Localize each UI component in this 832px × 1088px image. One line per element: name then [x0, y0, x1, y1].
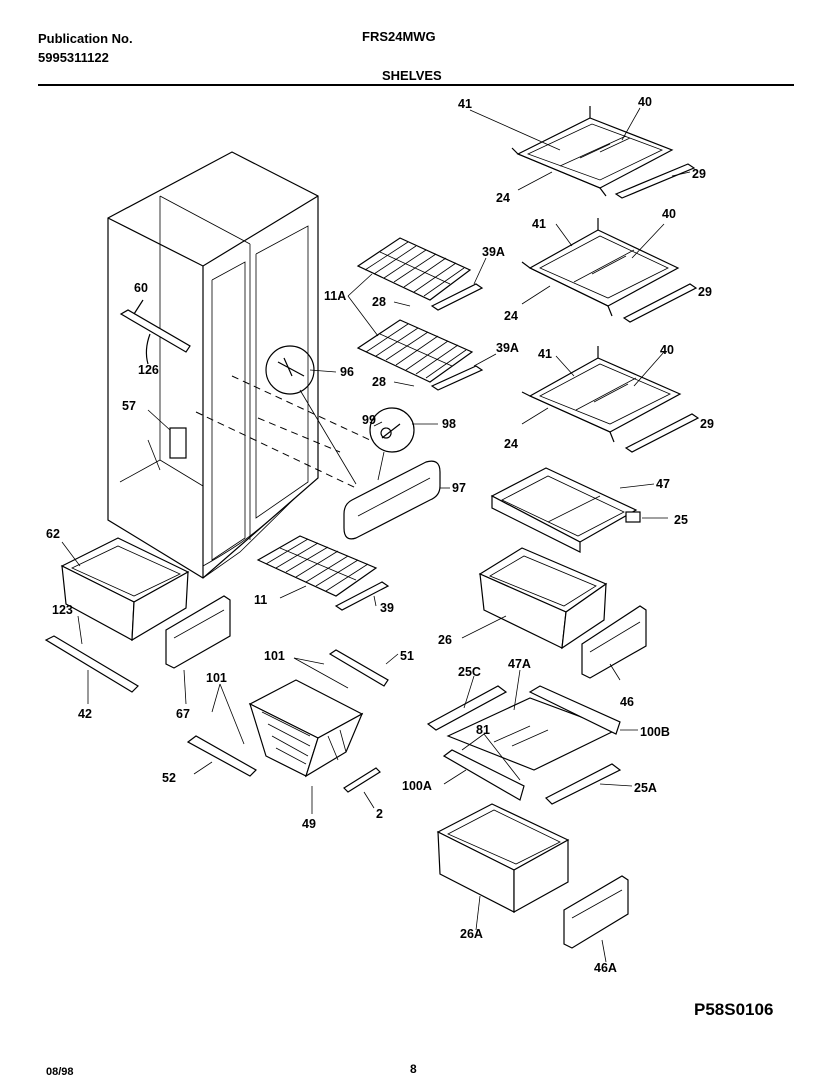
leader-lines [61, 257, 668, 963]
callout-25: 25 [674, 513, 688, 527]
callout-29: 29 [698, 285, 712, 299]
callout-40: 40 [660, 343, 674, 357]
callout-46: 46 [620, 695, 634, 709]
header-rule [38, 84, 794, 86]
part-46A-drawer-front [563, 875, 629, 949]
callout-25A: 25A [634, 781, 657, 795]
callout-123: 123 [52, 603, 73, 617]
publication-label: Publication No. [38, 31, 133, 46]
part-100B-bracket [528, 685, 621, 735]
callout-101: 101 [206, 671, 227, 685]
callout-11A: 11A [324, 289, 346, 303]
callout-39A: 39A [482, 245, 505, 259]
callout-29: 29 [692, 167, 706, 181]
callout-24: 24 [496, 191, 510, 205]
part-100A-bracket [442, 749, 525, 801]
part-26A-drawer [436, 803, 570, 914]
callout-25C: 25C [458, 665, 481, 679]
callout-51: 51 [400, 649, 414, 663]
callout-52: 52 [162, 771, 176, 785]
callout-47: 47 [656, 477, 670, 491]
part-67-bin-front [165, 595, 231, 669]
callout-49: 49 [302, 817, 316, 831]
part-49-basket [248, 679, 364, 778]
callout-26A: 26A [460, 927, 483, 941]
diagram-code: P58S0106 [694, 1000, 774, 1019]
wire-shelf-lower [256, 535, 390, 611]
model-number: FRS24MWG [362, 29, 436, 44]
shelf-assembly-2 [521, 218, 698, 323]
callout-97: 97 [452, 481, 466, 495]
callout-28: 28 [372, 375, 386, 389]
callout-39: 39 [380, 601, 394, 615]
callout-57: 57 [122, 399, 136, 413]
callout-100B: 100B [640, 725, 670, 739]
callout-99: 99 [362, 413, 376, 427]
callout-42: 42 [78, 707, 92, 721]
callout-60: 60 [134, 281, 148, 295]
part-47-crisper-cover [490, 467, 641, 553]
callout-41: 41 [532, 217, 546, 231]
callout-40: 40 [638, 95, 652, 109]
shelf-assembly-1 [469, 106, 696, 199]
part-26-drawer [478, 547, 608, 650]
publication-number: 5995311122 [38, 50, 109, 65]
callout-67: 67 [176, 707, 190, 721]
callout-28: 28 [372, 295, 386, 309]
callout-81: 81 [476, 723, 490, 737]
callout-2: 2 [376, 807, 383, 821]
part-51-rail [328, 649, 389, 687]
cabinet-illustration [107, 151, 371, 579]
callout-26: 26 [438, 633, 452, 647]
part-57-thermostat-box [169, 427, 187, 459]
part-52-rail [186, 735, 257, 777]
wire-shelf-upper [356, 237, 484, 311]
part-46-drawer-front [581, 605, 647, 679]
callout-40: 40 [662, 207, 676, 221]
part-98-pivot [380, 423, 401, 439]
callout-98: 98 [442, 417, 456, 431]
footer-date: 08/98 [46, 1066, 74, 1078]
section-title: SHELVES [382, 68, 442, 83]
part-42-rail [44, 635, 139, 693]
callout-41: 41 [538, 347, 552, 361]
callout-100A: 100A [402, 779, 432, 793]
callout-41: 41 [458, 97, 472, 111]
callout-24: 24 [504, 437, 518, 451]
part-62-bin [60, 537, 190, 642]
callout-29: 29 [700, 417, 714, 431]
detail-circle-98 [369, 407, 415, 453]
callout-46A: 46A [594, 961, 617, 975]
part-2-stop [343, 767, 381, 793]
part-60-bracket [119, 299, 191, 365]
callout-126: 126 [138, 363, 159, 377]
wire-shelf-middle [356, 319, 484, 391]
part-25A-rail [544, 763, 622, 805]
callout-39A: 39A [496, 341, 519, 355]
shelf-assembly-3 [521, 346, 700, 453]
callout-24: 24 [504, 309, 518, 323]
part-96-pivot [277, 357, 305, 377]
callout-47A: 47A [508, 657, 531, 671]
callout-62: 62 [46, 527, 60, 541]
part-97-cover [343, 460, 441, 540]
part-25C-rail [426, 685, 508, 731]
page-number: 8 [410, 1062, 417, 1076]
callout-11: 11 [254, 593, 267, 607]
callout-96: 96 [340, 365, 354, 379]
callout-101: 101 [264, 649, 285, 663]
